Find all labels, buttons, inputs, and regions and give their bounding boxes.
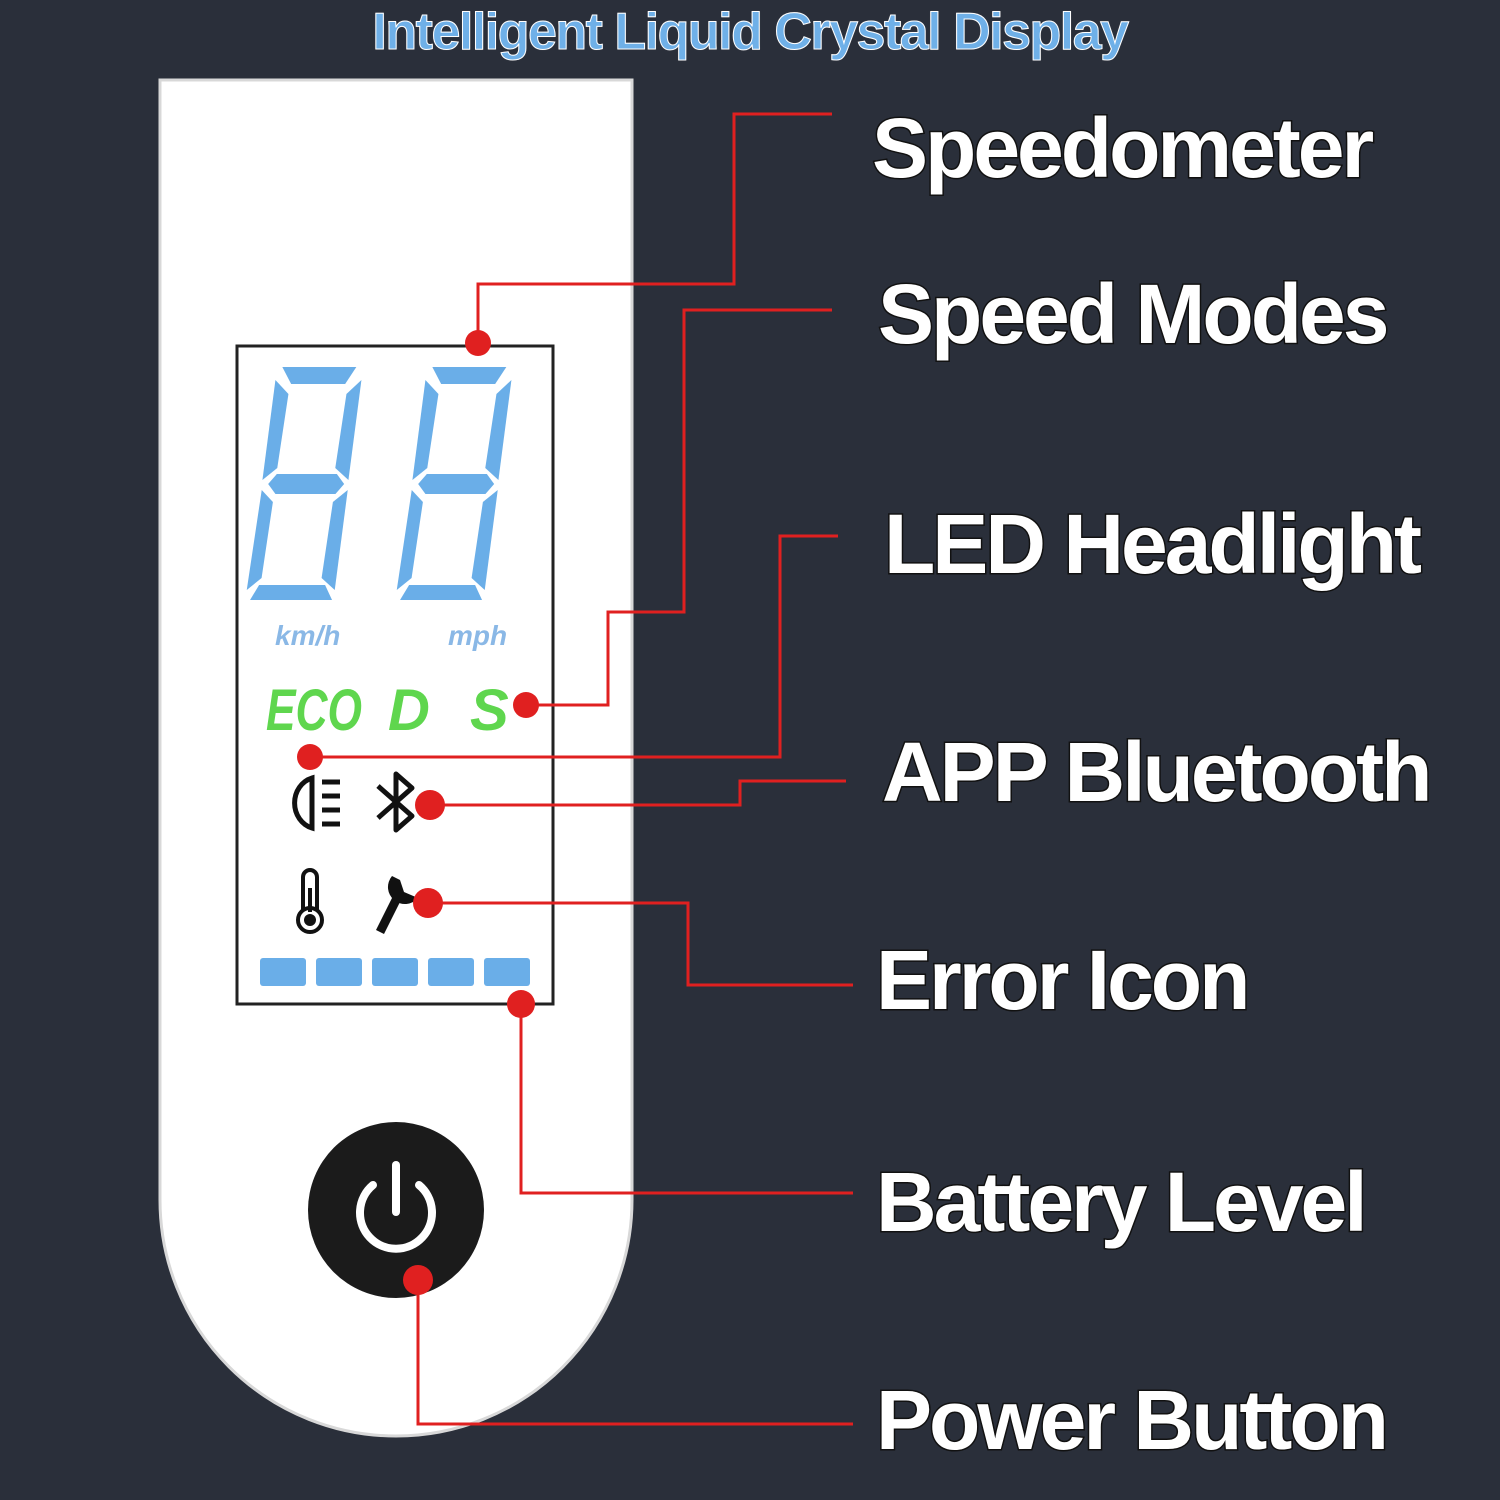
callout-line-led-headlight	[310, 534, 838, 759]
callout-line-app-bluetooth	[430, 779, 846, 807]
label-speedometer: Speedometer	[870, 101, 1375, 195]
label-app-bluetooth: APP Bluetooth	[880, 725, 1433, 819]
digit-2	[396, 367, 512, 600]
headlight-icon	[292, 774, 340, 832]
thermometer-icon	[296, 868, 324, 934]
bluetooth-icon	[376, 771, 415, 833]
power-icon	[356, 1161, 436, 1253]
label-error-icon: Error Icon	[874, 933, 1251, 1027]
diagram-title: Intelligent Liquid Crystal Display	[372, 3, 1130, 62]
battery-bar	[484, 958, 530, 986]
digit-1	[246, 367, 362, 600]
label-led-headlight: LED Headlight	[882, 497, 1423, 591]
wrench-icon	[376, 876, 418, 934]
callout-line-speedometer	[476, 112, 832, 343]
label-speed-modes: Speed Modes	[876, 267, 1390, 361]
battery-bar	[316, 958, 362, 986]
unit-kmh: km/h	[275, 620, 340, 651]
battery-level-bars	[260, 958, 530, 986]
battery-bar	[372, 958, 418, 986]
callout-line-speed-modes	[526, 308, 832, 707]
label-power-button: Power Button	[875, 1373, 1391, 1467]
mode-s: S	[470, 678, 509, 743]
mode-d: D	[388, 678, 430, 743]
battery-bar	[428, 958, 474, 986]
battery-bar	[260, 958, 306, 986]
label-battery-level: Battery Level	[875, 1155, 1370, 1249]
unit-mph: mph	[448, 620, 507, 651]
callout-line-error-icon	[428, 901, 853, 987]
speed-digits	[246, 367, 512, 600]
mode-eco: ECO	[266, 678, 362, 743]
callout-dots	[297, 330, 539, 1295]
callout-line-power-button	[416, 1280, 853, 1426]
callout-line-battery-level	[519, 1004, 853, 1195]
callout-lines	[310, 112, 853, 1426]
